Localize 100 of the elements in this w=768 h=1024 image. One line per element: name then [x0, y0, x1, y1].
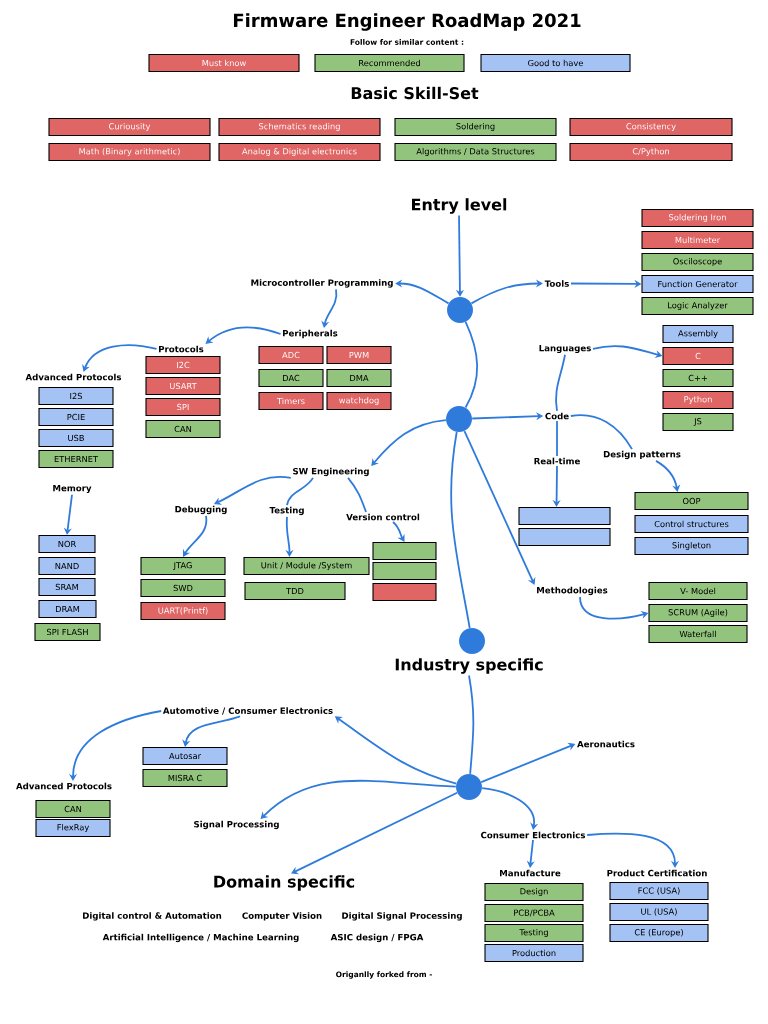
- topic-box: Schematics reading: [218, 117, 381, 137]
- topic-heading: Signal Processing: [194, 820, 279, 830]
- topic-box: Singleton: [634, 536, 749, 556]
- topic-box: SRAM: [38, 577, 96, 597]
- arrow: [183, 515, 208, 557]
- connector-line: [556, 420, 558, 457]
- topic-box: DMA: [326, 368, 392, 388]
- arrow: [586, 832, 680, 868]
- topic-box: NOR: [38, 534, 96, 554]
- topic-box: NAND: [38, 556, 96, 576]
- topic-box: Design: [484, 882, 584, 902]
- topic-box: USART: [145, 376, 221, 396]
- topic-box: Autosar: [142, 746, 228, 766]
- topic-box: Soldering Iron: [641, 208, 754, 228]
- topic-box: SCRUM (Agile): [648, 603, 748, 623]
- topic-box: FlexRay: [35, 818, 111, 838]
- topic-box: [518, 527, 611, 547]
- topic-box: C++: [662, 368, 734, 388]
- level-heading: Entry level: [412, 198, 507, 214]
- arrow: [392, 521, 405, 542]
- domain-topic: ASIC design / FPGA: [330, 933, 424, 943]
- arrow: [82, 344, 158, 372]
- topic-box: OOP: [634, 491, 749, 511]
- topic-heading: Design patterns: [603, 450, 681, 460]
- topic-box: PWM: [326, 345, 392, 365]
- arrow: [214, 476, 292, 505]
- arrow: [481, 787, 539, 830]
- arrow: [470, 279, 543, 305]
- topic-box: UL (USA): [609, 902, 709, 922]
- topic-box: JTAG: [140, 556, 226, 576]
- topic-heading: Manufacture: [500, 869, 561, 877]
- topic-box: Python: [662, 390, 734, 410]
- arrow: [655, 460, 681, 492]
- legend-box: Recommended: [314, 53, 465, 73]
- topic-box: DRAM: [38, 599, 97, 619]
- topic-heading: Testing: [269, 506, 304, 516]
- topic-heading: Debugging: [175, 505, 227, 515]
- topic-box: ETHERNET: [38, 449, 114, 469]
- topic-box: Soldering: [394, 117, 557, 137]
- topic-box: [372, 582, 437, 602]
- connector-line: [286, 477, 314, 506]
- topic-box: Osciloscope: [641, 252, 754, 272]
- topic-box: CAN: [35, 799, 111, 819]
- topic-heading: Version control: [346, 513, 420, 521]
- topic-heading: Microcontroller Programming: [251, 279, 393, 288]
- legend-box: Must know: [148, 53, 300, 73]
- topic-box: ADC: [258, 345, 324, 365]
- legend-box: Good to have: [480, 53, 631, 73]
- connector-line: [450, 431, 471, 629]
- topic-heading: Automotive / Consumer Electronics: [162, 707, 333, 715]
- junction-dot: [456, 774, 482, 800]
- level-heading: Domain specific: [214, 875, 355, 891]
- domain-topic: Digital control & Automation: [83, 912, 222, 921]
- topic-heading: Languages: [539, 344, 591, 354]
- connector-line: [468, 674, 475, 775]
- topic-box: PCB/PCBA: [484, 903, 584, 923]
- arrow: [285, 516, 294, 557]
- topic-box: Control structures: [634, 514, 749, 534]
- topic-heading: Real-time: [534, 457, 580, 465]
- topic-box: Assembly: [662, 324, 734, 344]
- topic-box: Consistency: [569, 117, 733, 137]
- topic-box: DAC: [258, 368, 324, 388]
- arrow: [182, 715, 241, 747]
- topic-box: CE (Europe): [609, 923, 709, 943]
- topic-box: Analog & Digital electronics: [218, 142, 381, 162]
- topic-heading: Aeronautics: [577, 740, 635, 748]
- topic-box: Multimeter: [641, 230, 754, 250]
- topic-heading: Code: [545, 412, 569, 420]
- topic-heading: Product Certification: [607, 869, 707, 877]
- topic-heading: Consumer Electronics: [480, 831, 586, 839]
- connector-line: [555, 353, 566, 412]
- topic-box: MISRA C: [142, 768, 228, 788]
- topic-box: Algorithms / Data Structures: [394, 142, 557, 162]
- topic-box: SPI FLASH: [34, 622, 101, 642]
- topic-box: C/Python: [569, 142, 733, 162]
- topic-box: Testing: [484, 923, 584, 943]
- topic-box: CAN: [145, 419, 221, 439]
- arrow: [291, 791, 459, 875]
- junction-dot: [447, 297, 473, 323]
- connector-line: [569, 414, 633, 450]
- topic-box: PCIE: [38, 407, 114, 427]
- domain-topic: Computer Vision: [242, 912, 322, 921]
- domain-topic: Digital Signal Processing: [342, 912, 462, 921]
- topic-box: Math (Binary arithmetic): [48, 142, 211, 162]
- topic-box: USB: [38, 428, 114, 448]
- arrow: [205, 326, 282, 344]
- topic-heading: Advanced Protocols: [16, 782, 112, 790]
- topic-box: TDD: [244, 581, 346, 601]
- topic-heading: Tools: [544, 280, 569, 287]
- junction-dot: [446, 406, 472, 432]
- topic-box: SWD: [140, 578, 226, 598]
- title: Firmware Engineer RoadMap 2021: [234, 13, 581, 31]
- topic-box: I2S: [38, 386, 114, 406]
- topic-box: [372, 541, 437, 561]
- topic-box: FCC (USA): [609, 881, 709, 901]
- section-heading: Basic Skill-Set: [351, 86, 479, 100]
- topic-box: Curiousity: [48, 117, 211, 137]
- topic-heading: Advanced Protocols: [25, 373, 122, 381]
- topic-heading: Memory: [53, 484, 92, 494]
- junction-dot: [459, 628, 485, 654]
